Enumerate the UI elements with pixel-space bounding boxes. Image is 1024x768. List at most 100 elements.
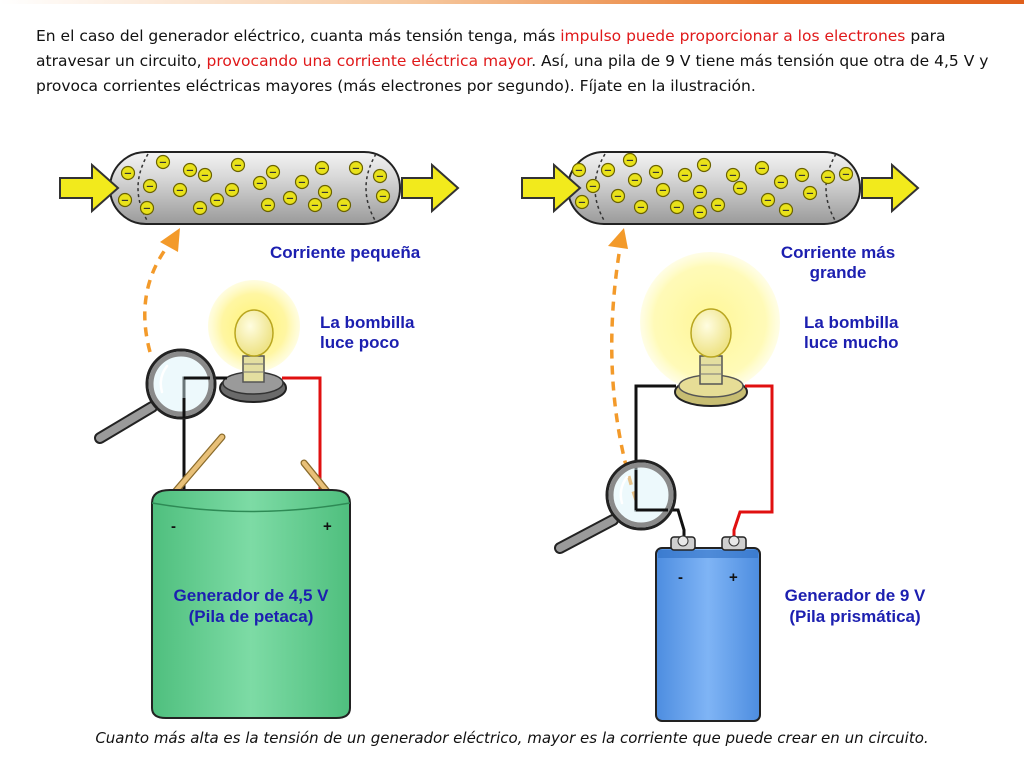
electron [732,180,748,196]
right-flow-arrow-out [861,162,920,214]
right-battery-prism: - + [655,535,761,722]
electron-sign: − [681,171,689,182]
electron-sign: − [696,208,704,219]
electron-sign: − [673,203,681,214]
electron [336,197,352,213]
electron-sign: − [842,170,850,181]
electron-sign: − [729,171,737,182]
right-magnifier-lens [608,462,674,528]
electron-sign: − [146,182,154,193]
electron [600,162,616,178]
electron-sign: − [824,173,832,184]
right-current-label-line1: Corriente más [781,243,895,262]
electron [802,185,818,201]
intro-text-1: En el caso del generador eléctrico, cuan… [36,27,561,45]
right-magnifier-handle [556,516,617,552]
electron-sign: − [376,172,384,183]
electron-sign: − [321,188,329,199]
left-bulb [208,280,300,403]
right-battery-plus: + [729,569,738,586]
electron-sign: − [626,156,634,167]
electron [307,197,323,213]
electron-sign: − [186,166,194,177]
electron-sign: − [589,182,597,193]
footer-caption: Cuanto más alta es la tensión de un gene… [95,729,929,747]
electron-sign: − [159,158,167,169]
electron [838,166,854,182]
electron [192,200,208,216]
right-tube-section-mark [825,153,837,223]
electron-sign: − [696,188,704,199]
electron [142,178,158,194]
left-dashed-pointer [143,234,178,353]
electron [155,154,171,170]
left-battery-flat: - + Generador de 4,5 V (Pila de petaca) [151,489,351,719]
electron [294,174,310,190]
intro-text-3: . Así, una pila de 9 V tiene más tensión… [36,52,989,95]
left-battery-minus: - [171,518,176,535]
electron-sign: − [659,186,667,197]
electron [820,169,836,185]
left-generator-label-line1: Generador de 4,5 V [174,586,330,605]
electron [117,192,133,208]
intro-highlight-2: provocando una corriente eléctrica mayor [206,52,532,70]
left-current-label: Corriente pequeña [270,243,421,262]
electron-sign: − [758,164,766,175]
electron-sign: − [176,186,184,197]
left-tube-section-mark [365,153,377,223]
electron [669,199,685,215]
right-dashed-pointer-head [608,228,628,249]
electron [627,172,643,188]
right-circuit: −−−−−−−−−−−−−−−−−−−−−−−−−− Corriente más… [521,151,926,722]
electron-sign: − [736,184,744,195]
right-bulb-label-line1: La bombilla [804,313,899,332]
electron [760,192,776,208]
electron-sign: − [298,178,306,189]
electron [610,188,626,204]
electron-sign: − [352,164,360,175]
electron [794,167,810,183]
electron-sign: − [318,164,326,175]
electron [725,167,741,183]
electron-sign: − [652,168,660,179]
electron-sign: − [637,203,645,214]
electron-sign: − [614,192,622,203]
right-generator-label-line2: (Pila prismática) [789,607,920,626]
left-bulb-label-line1: La bombilla [320,313,415,332]
left-battery-plus: + [323,518,332,535]
right-bulb-label-line2: luce mucho [804,333,898,352]
electron [197,167,213,183]
left-generator-label-line2: (Pila de petaca) [189,607,314,626]
electron [696,157,712,173]
electron [648,164,664,180]
electron [622,152,638,168]
electron [182,162,198,178]
left-bulb-label-line2: luce poco [320,333,399,352]
electron-sign: − [806,189,814,200]
electron [375,188,391,204]
electron [655,182,671,198]
right-wire-red [732,384,774,540]
left-magnifier-handle [96,403,156,442]
intro-text-2: para atravesar un circuito, [36,27,946,70]
electron-sign: − [213,196,221,207]
left-tube-section-mark [137,153,149,223]
electron-sign: − [311,201,319,212]
right-tube-body [567,151,861,225]
electron [260,197,276,213]
electron [773,174,789,190]
electron-sign: − [782,206,790,217]
electron-sign: − [256,179,264,190]
left-bulb-glass [234,309,274,357]
electron-sign: − [201,171,209,182]
left-flow-arrow-in [59,162,120,214]
right-battery-minus: - [678,569,683,586]
electron [372,168,388,184]
electron [252,175,268,191]
left-bulb-socket [242,355,265,383]
left-wire-red [282,376,322,492]
electron [282,190,298,206]
right-electrons: −−−−−−−−−−−−−−−−−−−−−−−−−− [571,152,854,220]
left-dashed-pointer-head [160,228,180,252]
